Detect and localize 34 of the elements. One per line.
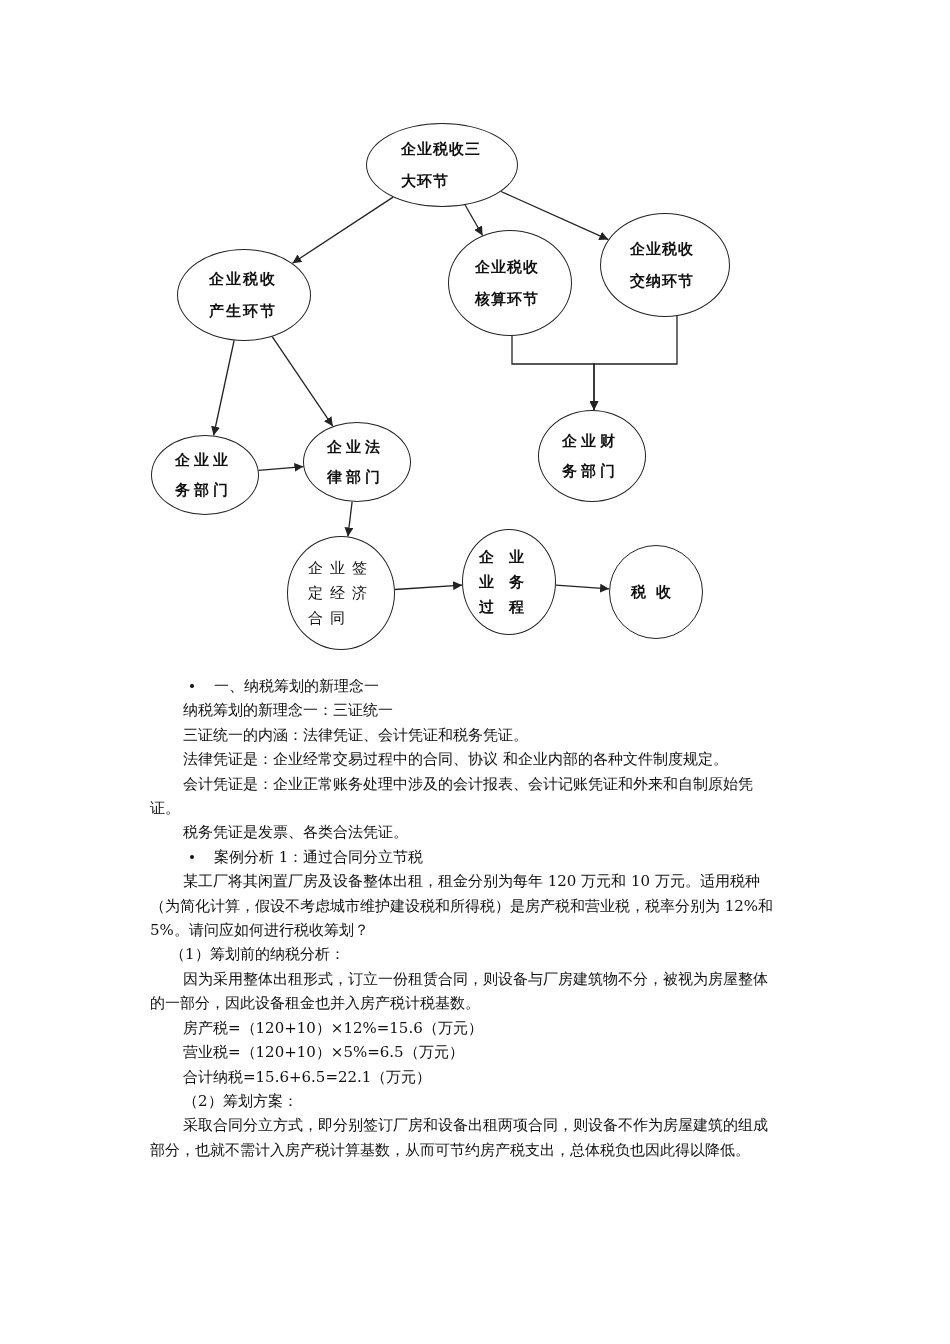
arrow	[291, 196, 394, 264]
arrow	[500, 190, 609, 241]
paragraph: 税务凭证是发票、各类合法凭证。	[182, 822, 409, 844]
node-label: 企业税收产生环节	[209, 269, 278, 322]
paragraph: 营业税=（120+10）×5%=6.5（万元）	[182, 1042, 465, 1064]
arrow	[555, 583, 610, 593]
node-label: 企业税收核算环节	[475, 257, 540, 310]
paragraph: 合计纳税=15.6+6.5=22.1（万元）	[182, 1066, 433, 1088]
arrow	[211, 339, 235, 437]
paragraph: 三证统一的内涵：法律凭证、会计凭证和税务凭证。	[182, 724, 529, 746]
arrow	[589, 315, 678, 411]
paragraph: 房产税=（120+10）×12%=15.6（万元）	[182, 1017, 484, 1039]
node-label: 企业签定经济合同	[308, 557, 374, 629]
paragraph: （2）筹划方案：	[182, 1090, 299, 1112]
paragraph: 会计凭证是：企业正常账务处理中涉及的会计报表、会计记账凭证和外来和自制原始凭证。	[150, 773, 754, 820]
paragraph: （1）筹划前的纳税分析：	[169, 944, 346, 966]
arrow	[271, 336, 334, 427]
node-label: 企业税收三大环节	[401, 139, 482, 192]
node-label: 企业业务过程	[479, 546, 539, 618]
arrow	[394, 581, 463, 591]
node-label: 企业税收交纳环节	[630, 239, 695, 292]
node-label: 企业法律部门	[327, 437, 385, 488]
paragraph: 某工厂将其闲置厂房及设备整体出租，租金分别为每年 120 万元和 10 万元。适用税种（为简化计算，假设不考虑城市维护建设税和所得税）是房产税和营业税，税率分别为 12%和 5%。请问应如何进行税收筹划？	[150, 871, 775, 942]
paragraph: 法律凭证是：企业经常交易过程中的合同、协议 和企业内部的各种文件制度规定。	[182, 749, 729, 771]
arrow	[257, 462, 305, 472]
node-label: 企业财务部门	[562, 431, 620, 482]
node-label: 企业业务部门	[175, 450, 233, 501]
node-label: 税收	[631, 581, 681, 603]
paragraph: 纳税筹划的新理念一：三证统一	[182, 700, 394, 722]
paragraph: 因为采用整体出租形式，订立一份租赁合同，则设备与厂房建筑物不分，被视为房屋整体的一部分，因此设备租金也并入房产税计税基数。	[150, 968, 769, 1015]
paragraph: 采取合同分立方式，即分别签订厂房和设备出租两项合同，则设备不作为房屋建筑的组成部分，也就不需计入房产税计算基数，从而可节约房产税支出，总体税负也因此得以降低。	[150, 1115, 769, 1161]
bullet-heading: 案例分析 1：通过合同分立节税	[214, 846, 424, 868]
bullet-heading: 一、纳税筹划的新理念一	[214, 676, 379, 697]
arrow	[344, 501, 354, 538]
